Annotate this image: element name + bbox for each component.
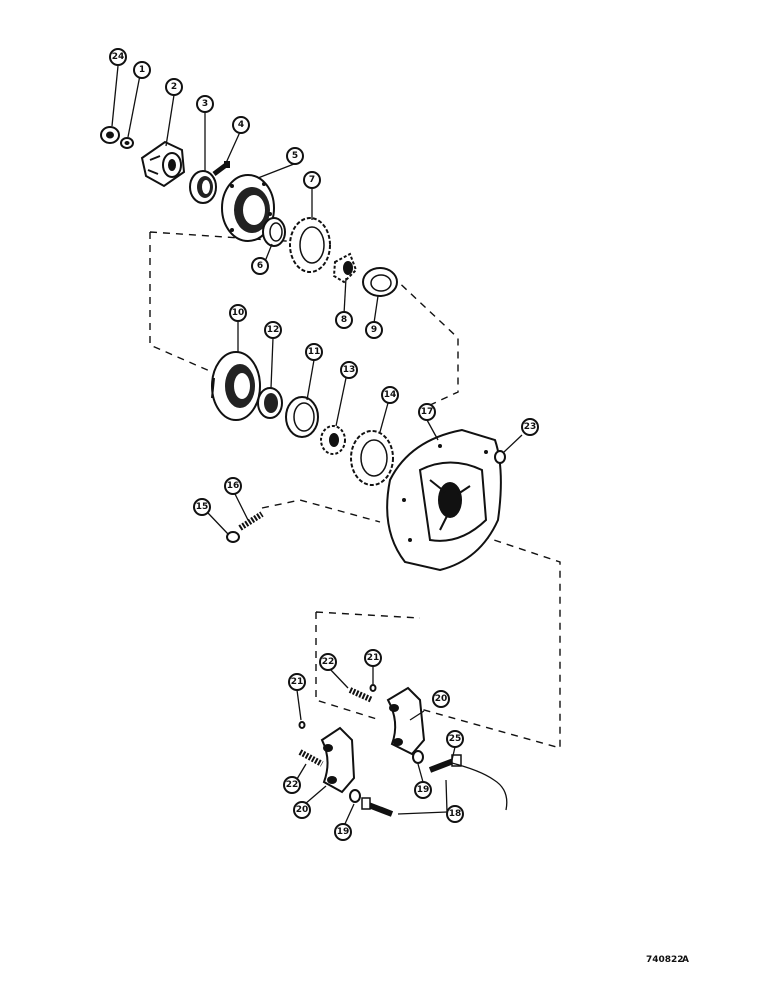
callout-23: 23 bbox=[521, 418, 539, 436]
svg-text:22: 22 bbox=[286, 780, 299, 790]
differential-housing-17-icon bbox=[386, 428, 502, 572]
nut-24-icon bbox=[100, 126, 120, 144]
svg-text:21: 21 bbox=[367, 653, 380, 663]
callout-24: 24 bbox=[109, 48, 127, 66]
svg-text:19: 19 bbox=[337, 827, 350, 837]
pinion-gear-8-icon bbox=[332, 252, 358, 284]
svg-text:20: 20 bbox=[435, 694, 448, 704]
callout-21-upper: 21 bbox=[364, 649, 382, 667]
svg-text:1: 1 bbox=[139, 65, 145, 75]
leader-lines bbox=[111, 65, 523, 827]
seal-ring-12-icon bbox=[257, 387, 283, 419]
figure-code: 740822 bbox=[646, 955, 684, 965]
stud-16-icon bbox=[238, 511, 264, 531]
svg-text:7: 7 bbox=[309, 175, 315, 185]
callout-14: 14 bbox=[381, 386, 399, 404]
callout-2: 2 bbox=[165, 78, 183, 96]
svg-text:5: 5 bbox=[292, 151, 298, 161]
svg-text:22: 22 bbox=[322, 657, 335, 667]
callout-21-lower: 21 bbox=[288, 673, 306, 691]
bearing-retainer-5-icon bbox=[221, 174, 275, 242]
svg-text:4: 4 bbox=[238, 120, 244, 130]
bolt-18-upper-icon bbox=[428, 754, 462, 773]
callout-10: 10 bbox=[229, 304, 247, 322]
callout-17: 17 bbox=[418, 403, 436, 421]
bearing-ring-9-icon bbox=[362, 267, 398, 297]
callout-8: 8 bbox=[335, 311, 353, 329]
callout-20-upper: 20 bbox=[432, 690, 450, 708]
svg-text:15: 15 bbox=[196, 502, 209, 512]
svg-text:25: 25 bbox=[449, 734, 462, 744]
pin-21-lower-icon bbox=[298, 721, 306, 729]
svg-text:24: 24 bbox=[112, 52, 125, 62]
callouts: 24 1 2 3 4 5 6 7 8 9 10 12 11 13 14 17 2… bbox=[109, 48, 539, 841]
dashed-group-lines bbox=[149, 231, 561, 749]
washer-19-upper-icon bbox=[412, 750, 424, 764]
seal-3-icon bbox=[189, 170, 217, 204]
svg-text:19: 19 bbox=[417, 785, 430, 795]
dowel-22-upper-icon bbox=[348, 687, 374, 703]
svg-text:20: 20 bbox=[296, 805, 309, 815]
callout-19-lower: 19 bbox=[334, 823, 352, 841]
washer-19-lower-icon bbox=[349, 789, 361, 803]
callout-6: 6 bbox=[251, 257, 269, 275]
bearing-carrier-10-icon bbox=[211, 351, 261, 421]
bearing-cap-20-lower-icon bbox=[320, 726, 356, 794]
callout-7: 7 bbox=[303, 171, 321, 189]
bearing-cone-13-icon bbox=[320, 425, 346, 455]
callout-18: 18 bbox=[446, 805, 464, 823]
bolt-4-icon bbox=[212, 161, 230, 176]
nut-15-icon bbox=[226, 531, 240, 543]
callout-11: 11 bbox=[305, 343, 323, 361]
svg-text:6: 6 bbox=[257, 261, 263, 271]
svg-text:21: 21 bbox=[291, 677, 304, 687]
pin-21-upper-icon bbox=[369, 684, 377, 692]
svg-text:12: 12 bbox=[267, 325, 280, 335]
figure-suffix: A bbox=[682, 955, 689, 965]
svg-text:3: 3 bbox=[202, 99, 208, 109]
svg-text:9: 9 bbox=[371, 325, 377, 335]
callout-1: 1 bbox=[133, 61, 151, 79]
svg-text:2: 2 bbox=[171, 82, 177, 92]
svg-text:14: 14 bbox=[384, 390, 397, 400]
callout-3: 3 bbox=[196, 95, 214, 113]
svg-text:23: 23 bbox=[524, 422, 537, 432]
svg-text:13: 13 bbox=[343, 365, 356, 375]
callout-15: 15 bbox=[193, 498, 211, 516]
bearing-cap-20-upper-icon bbox=[386, 686, 426, 756]
callout-4: 4 bbox=[232, 116, 250, 134]
callout-16: 16 bbox=[224, 477, 242, 495]
shim-14-icon bbox=[350, 430, 394, 486]
svg-text:17: 17 bbox=[421, 407, 434, 417]
parts bbox=[100, 126, 508, 817]
callout-22-upper: 22 bbox=[319, 653, 337, 671]
bolt-18-lower-icon bbox=[361, 797, 394, 817]
callout-19-upper: 19 bbox=[414, 781, 432, 799]
plug-23-icon bbox=[494, 450, 506, 464]
bearing-cup-6-icon bbox=[262, 217, 286, 247]
dowel-22-lower-icon bbox=[298, 749, 324, 767]
svg-text:18: 18 bbox=[449, 809, 462, 819]
callout-12: 12 bbox=[264, 321, 282, 339]
callout-25: 25 bbox=[446, 730, 464, 748]
shim-7-icon bbox=[289, 217, 331, 273]
callout-9: 9 bbox=[365, 321, 383, 339]
callout-20-lower: 20 bbox=[293, 801, 311, 819]
svg-text:10: 10 bbox=[232, 308, 245, 318]
callout-13: 13 bbox=[340, 361, 358, 379]
svg-text:8: 8 bbox=[341, 315, 347, 325]
callout-22-lower: 22 bbox=[283, 776, 301, 794]
bearing-cup-11-icon bbox=[285, 396, 319, 438]
line-25-icon bbox=[447, 761, 508, 811]
washer-1-icon bbox=[120, 137, 134, 149]
callout-5: 5 bbox=[286, 147, 304, 165]
yoke-2-icon bbox=[140, 140, 186, 188]
svg-text:16: 16 bbox=[227, 481, 240, 491]
svg-text:11: 11 bbox=[308, 347, 321, 357]
